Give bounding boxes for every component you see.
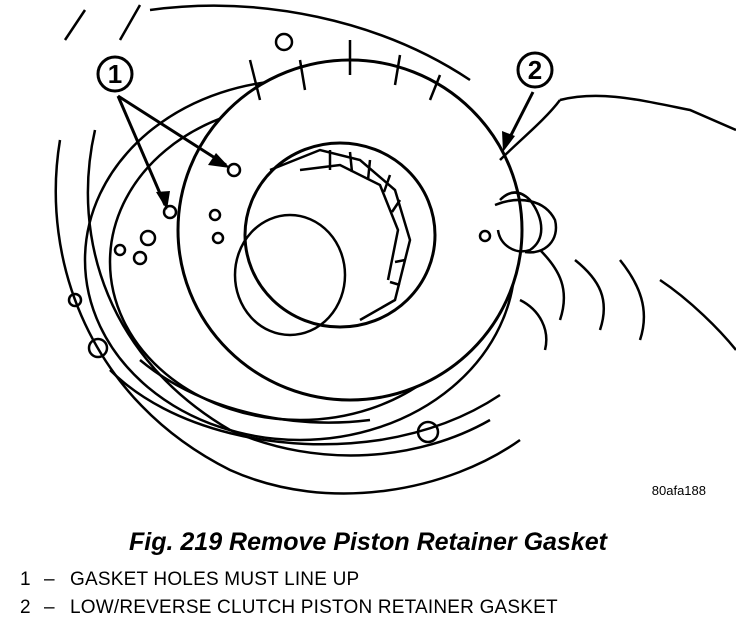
case-hole bbox=[113, 243, 127, 257]
case-hole bbox=[139, 229, 157, 247]
callout-1-label: 1 bbox=[108, 59, 122, 89]
gasket-hole bbox=[208, 208, 222, 222]
legend-item: 2–LOW/REVERSE CLUTCH PISTON RETAINER GAS… bbox=[20, 597, 558, 619]
thumb bbox=[494, 198, 558, 254]
callout-1: 1 bbox=[96, 55, 230, 210]
image-code: 80afa188 bbox=[651, 483, 706, 498]
case-hole bbox=[87, 337, 109, 359]
gasket-outline bbox=[176, 58, 524, 402]
case-hole bbox=[274, 32, 294, 52]
figure-caption: Fig. 219 Remove Piston Retainer Gasket bbox=[129, 528, 607, 556]
case-hole bbox=[67, 292, 83, 308]
legend-number: 2 bbox=[20, 597, 31, 618]
inner-bore bbox=[233, 213, 347, 337]
gasket-illustration: 1 2 bbox=[54, 4, 736, 495]
legend-separator: – bbox=[44, 569, 55, 590]
legend-separator: – bbox=[44, 597, 55, 618]
inner-hub-2 bbox=[299, 163, 400, 281]
inner-hub bbox=[269, 148, 412, 322]
lower-band-2 bbox=[139, 359, 371, 424]
top-segments bbox=[248, 40, 442, 101]
case-top-arc bbox=[149, 4, 471, 82]
legend-text: LOW/REVERSE CLUTCH PISTON RETAINER GASKE… bbox=[70, 597, 558, 618]
gasket-hole bbox=[226, 162, 242, 178]
case-left-arc bbox=[63, 4, 142, 41]
case-inner-arc bbox=[86, 129, 491, 457]
hand-outline bbox=[496, 94, 736, 351]
callout-2-label: 2 bbox=[528, 55, 542, 85]
legend-number: 1 bbox=[20, 569, 31, 590]
callout-2: 2 bbox=[502, 51, 554, 152]
case-hole bbox=[132, 250, 148, 266]
legend-item: 1–GASKET HOLES MUST LINE UP bbox=[20, 569, 359, 591]
lower-band bbox=[109, 369, 501, 446]
gasket-hole bbox=[211, 231, 225, 245]
gasket-hole bbox=[162, 204, 178, 220]
hub-teeth bbox=[328, 150, 406, 287]
legend-text: GASKET HOLES MUST LINE UP bbox=[70, 569, 360, 590]
case-outer-arc bbox=[54, 139, 521, 495]
gasket-center-hole bbox=[243, 141, 437, 329]
gasket-hole bbox=[478, 229, 492, 243]
